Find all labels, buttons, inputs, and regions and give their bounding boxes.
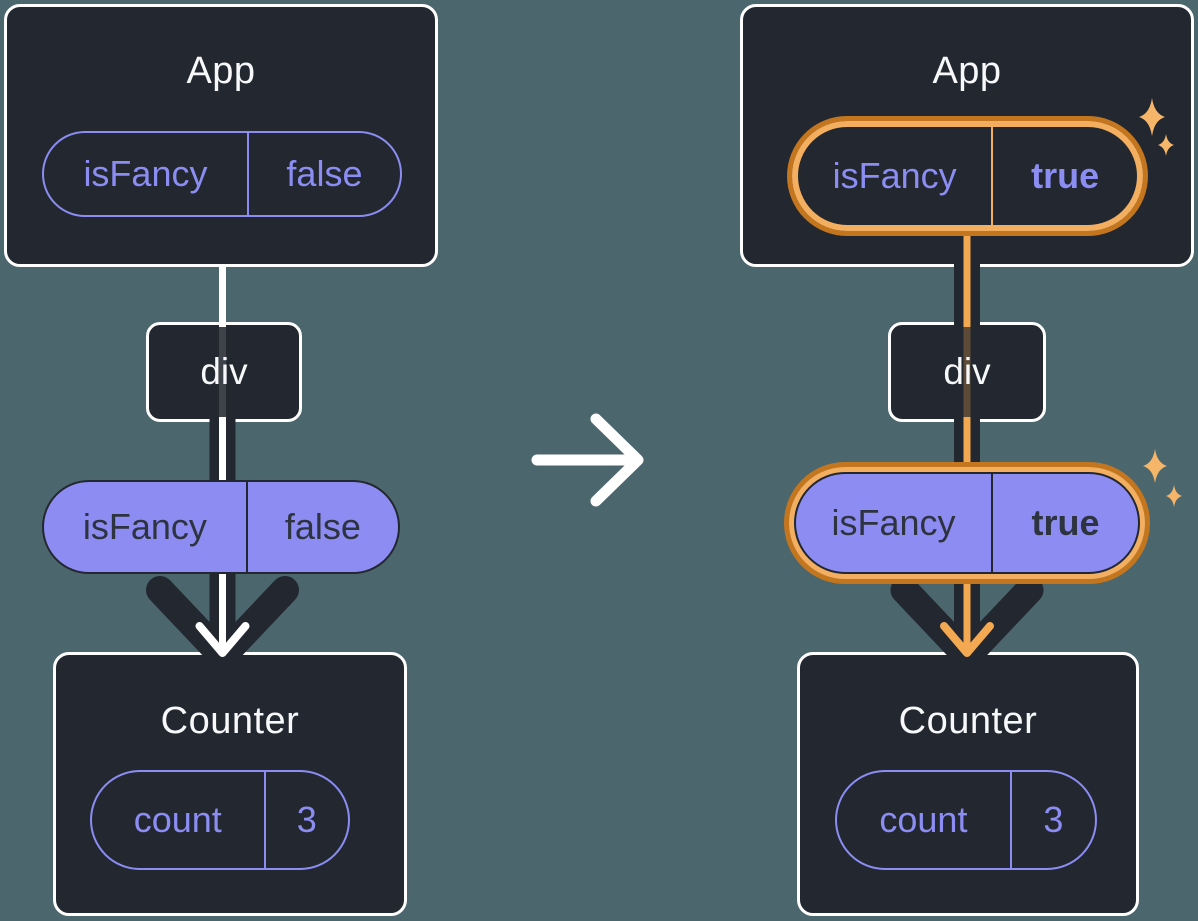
prop-name: isFancy [82, 506, 207, 547]
transition-arrow-icon [531, 413, 644, 507]
sparkle-icon [1143, 449, 1167, 483]
prop-value: false [246, 133, 400, 215]
state-value: 3 [263, 772, 348, 868]
before-arrowhead-icon [195, 622, 250, 657]
before-counter-title: Counter [160, 700, 300, 742]
before-passed-prop-pill: isFancy false [42, 480, 400, 574]
highlight-ring: isFancy true [789, 467, 1145, 579]
before-div-box [146, 322, 302, 422]
prop-value: true [991, 127, 1137, 225]
after-counter-title: Counter [898, 700, 1038, 742]
prop-value: false [245, 482, 398, 572]
state-name: count [133, 799, 222, 840]
prop-name: isFancy [831, 502, 956, 543]
after-passed-prop-pill: isFancy true [794, 472, 1140, 574]
after-flow-lines [890, 226, 1044, 670]
after-app-title: App [932, 50, 1002, 92]
after-passed-prop-pill-highlight: isFancy true [784, 462, 1150, 584]
after-div-label: div [943, 351, 991, 392]
prop-name: isFancy [83, 153, 208, 194]
after-arrowhead-icon [940, 622, 994, 657]
prop-name: isFancy [832, 155, 957, 196]
after-counter-state-pill: count 3 [835, 770, 1097, 870]
before-div-label: div [200, 351, 248, 392]
state-value: 3 [1009, 772, 1095, 868]
after-app-prop-pill-highlight: isFancy true [787, 116, 1148, 236]
sparkle-icon [1166, 485, 1182, 507]
state-name: count [879, 799, 968, 840]
after-app-prop-pill: isFancy true [792, 121, 1143, 231]
before-app-prop-pill: isFancy false [42, 131, 402, 217]
prop-value: true [990, 474, 1138, 572]
before-app-title: App [186, 50, 256, 92]
before-counter-state-pill: count 3 [90, 770, 350, 870]
